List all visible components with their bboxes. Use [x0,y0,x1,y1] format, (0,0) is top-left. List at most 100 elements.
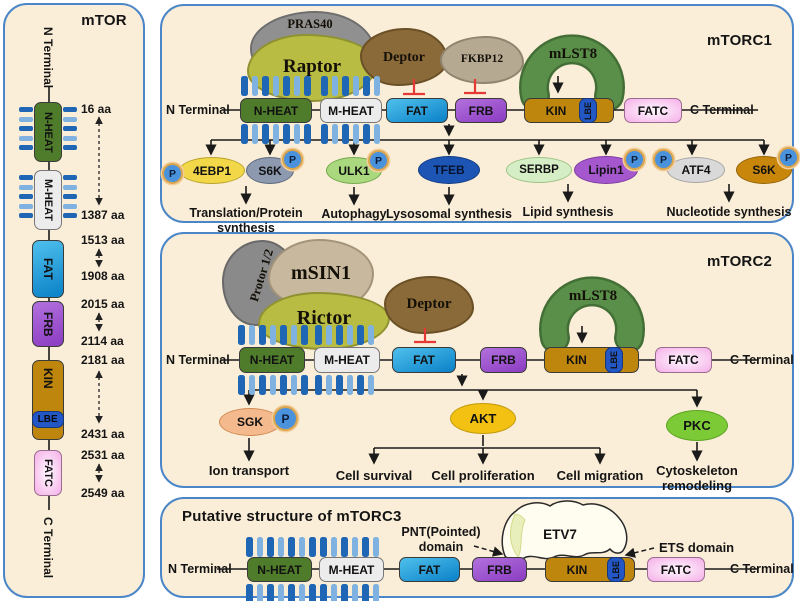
domain-kin: KIN [544,347,639,373]
heat-repeats [241,124,311,144]
mtorc2-panel: mTORC2 Protor 1/2 mSIN1 Rictor Deptor mL… [160,232,794,493]
deptor-label: Deptor [406,296,452,312]
deptor-label: Deptor [383,50,425,65]
domain-kin: KIN [524,98,614,123]
domain-fat: FAT [32,240,64,298]
effector-akt: AKT [450,403,516,434]
c-terminal-label: C Terminal [730,353,794,367]
msin1-label: mSIN1 [290,262,351,284]
aa-mark: 2431 aa [81,427,125,441]
phospho-badge: P [624,149,645,170]
outcome-cell-survival: Cell survival [335,468,413,483]
mtorc1-panel: mTORC1 PRAS40 Raptor Deptor FKBP12 mLST8 [160,4,799,235]
aa-mark: 16 aa [81,102,112,116]
aa-mark: 2531 aa [81,448,125,462]
heat-repeats [320,537,379,557]
c-terminal-label: C Terminal [690,103,754,117]
heat-repeats [238,375,308,395]
aa-mark: 2015 aa [81,297,125,311]
outcome-cytoskeleton: Cytoskeleton remodeling [656,463,738,493]
phospho-badge: P [778,147,799,168]
heat-repeats [321,76,380,96]
n-terminal-label: N Terminal [166,103,230,117]
raptor-label: Raptor [282,56,342,77]
heat-repeats [321,124,380,144]
outcome-lipid: Lipid synthesis [522,205,614,219]
etv7-label: ETV7 [543,527,577,542]
mtorc3-panel: Putative structure of mTORC3 ETV7 PNT(Po… [160,497,794,601]
effector-pkc: PKC [666,410,728,441]
outcome-nucleotide: Nucleotide synthesis [666,205,792,219]
mlst8-label: mLST8 [548,46,598,62]
n-terminal-label: N Terminal [168,562,232,576]
deptor-blob [384,276,474,334]
heat-repeats [19,107,33,150]
fkbp12-label: FKBP12 [460,53,504,65]
outcome-cell-proliferation: Cell proliferation [431,468,535,483]
domain-mheat: M-HEAT [319,557,384,582]
domain-fatc: FATC [34,450,62,496]
heat-repeats [315,325,374,345]
domain-lbe: LBE [579,98,597,123]
domain-fat: FAT [386,98,448,123]
domain-nheat: N-HEAT [240,98,312,123]
outcome-translation: Translation/Protein synthesis [189,206,303,235]
mlst8-blob [539,276,645,353]
domain-frb: FRB [480,347,527,373]
domain-frb: FRB [32,301,64,347]
pnt-domain-label: PNT(Pointed) domain [401,525,481,554]
n-terminal-label: N Terminal [41,27,55,89]
domain-fatc: FATC [624,98,682,123]
domain-fatc: FATC [647,557,705,582]
heat-repeats [315,375,374,395]
c-terminal-label: C Terminal [41,517,55,579]
outcome-lysosomal: Lysosomal synthesis [386,207,512,221]
domain-mheat: M-HEAT [314,347,380,373]
pras40-label: PRAS40 [287,17,333,31]
effector-s6k: S6K [246,157,294,184]
heat-repeats [246,584,316,601]
effector-sgk: SGK [219,408,281,436]
effector-serbp: SERBP [506,157,572,183]
domain-lbe: LBE [607,557,625,582]
effector-atf4: ATF4 [667,157,725,183]
domain-fatc: FATC [655,347,712,373]
ets-domain-label: ETS domain [659,540,735,555]
heat-repeats [63,107,77,150]
domain-fat: FAT [392,347,456,373]
domain-mheat: M-HEAT [34,170,62,230]
n-terminal-label: N Terminal [166,353,230,367]
panel-title-mtorc3: Putative structure of mTORC3 [182,508,402,525]
aa-mark: 2181 aa [81,353,125,367]
heat-repeats [246,537,316,557]
ets-pointer-arrow [624,547,655,558]
domain-nheat: N-HEAT [239,347,305,373]
panel-title-mtorc2: mTORC2 [706,253,773,270]
phospho-badge: P [653,149,674,170]
c-terminal-label: C Terminal [730,562,794,576]
domain-frb: FRB [472,557,527,582]
aa-mark: 1387 aa [81,208,125,222]
mlst8-blob [519,34,625,111]
domain-fat: FAT [399,557,460,582]
domain-nheat: N-HEAT [34,102,62,162]
panel-title-mtor: mTOR [81,12,127,29]
phospho-badge: P [273,406,298,431]
heat-repeats [63,175,77,218]
mtor-domain-panel: mTOR N Terminal N-HEAT M-HEAT FAT FRB KI… [3,3,145,598]
domain-mheat: M-HEAT [320,98,382,123]
outcome-autophagy: Autophagy [321,207,387,221]
aa-mark: 1513 aa [81,233,125,247]
outcome-cell-migration: Cell migration [556,468,644,483]
aa-mark: 1908 aa [81,269,125,283]
phospho-badge: P [162,163,183,184]
heat-repeats [241,76,311,96]
etv7-pnt-swoosh [510,513,526,558]
fkbp12-blob [440,36,524,84]
domain-lbe: LBE [605,347,623,373]
effector-tfeb: TFEB [418,156,480,184]
panel-title-mtorc1: mTORC1 [706,32,773,49]
aa-mark: 2549 aa [81,486,125,500]
rictor-label: Rictor [296,307,352,329]
